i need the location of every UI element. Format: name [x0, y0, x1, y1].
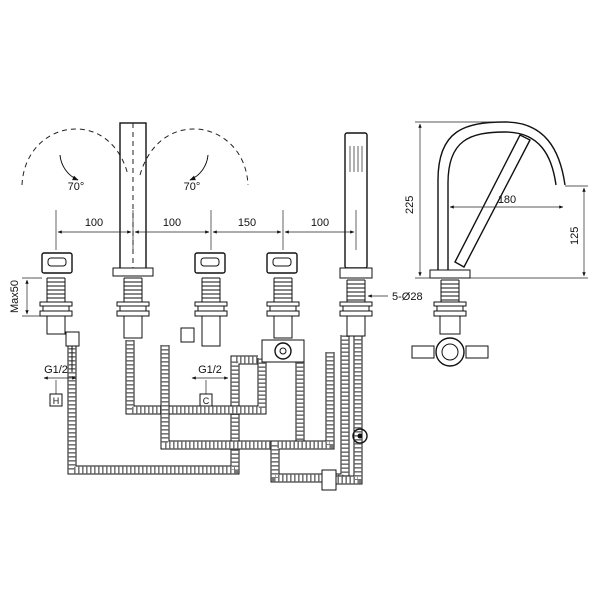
spout-total-height-label: 225 — [404, 196, 416, 214]
cold-marker-label: C — [203, 396, 210, 406]
hot-marker-label: H — [53, 396, 60, 406]
spout-outlet-height-label: 125 — [569, 227, 581, 245]
spout-side-view — [411, 121, 566, 367]
hole-spec-label: 5-Ø28 — [392, 291, 423, 303]
spacing-label-3: 150 — [238, 217, 256, 229]
right-rotation-label: 70° — [184, 181, 201, 193]
swing-arcs — [21, 128, 249, 186]
spacing-dimensions — [55, 210, 357, 250]
diverter-valve — [261, 252, 305, 363]
left-rotation-label: 70° — [68, 181, 85, 193]
hot-marker — [49, 380, 63, 407]
spacing-label-2: 100 — [163, 217, 181, 229]
braided-hoses — [67, 335, 363, 485]
spacing-label-1: 100 — [85, 217, 103, 229]
hand-shower — [321, 132, 373, 491]
side-dimensions — [415, 121, 588, 279]
hot-thread-label: G1/2 — [44, 364, 68, 376]
cold-thread-label: G1/2 — [198, 364, 222, 376]
cold-marker — [199, 380, 213, 407]
cold-valve — [180, 252, 228, 347]
max-height-dimension — [22, 277, 42, 317]
spacing-label-4: 100 — [311, 217, 329, 229]
hot-valve — [39, 252, 80, 372]
max-height-label: Max50 — [9, 280, 21, 313]
spout-reach-label: 180 — [498, 194, 516, 206]
spout-front-view — [112, 122, 154, 339]
